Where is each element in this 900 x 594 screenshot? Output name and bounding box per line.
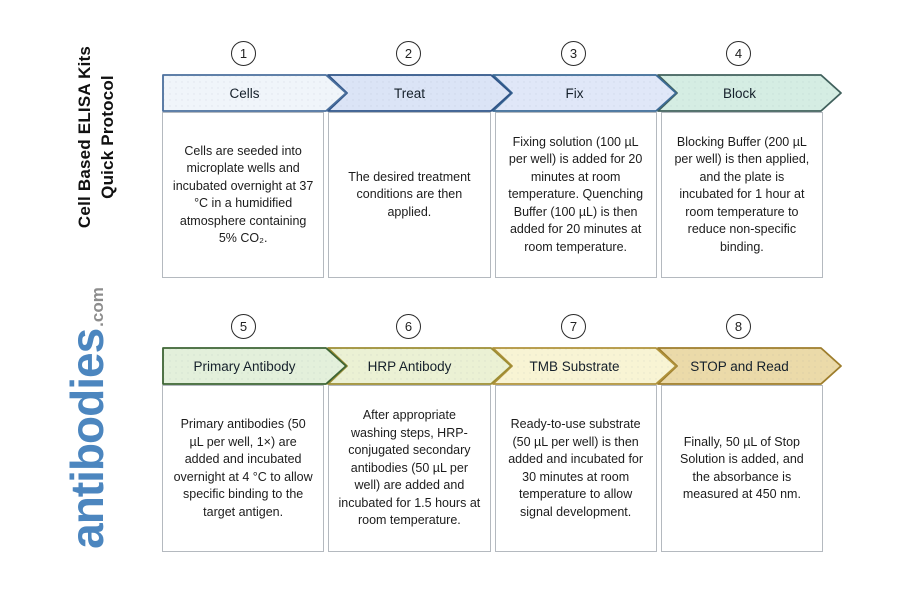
step-4-label: Block bbox=[722, 85, 756, 101]
step-2-arrow bbox=[327, 74, 512, 112]
step-6-description: After appropriate washing steps, HRP-con… bbox=[328, 385, 491, 552]
step-6-number: 6 bbox=[404, 319, 413, 334]
step-4-description: Blocking Buffer (200 µL per well) is the… bbox=[660, 112, 823, 278]
step-6-description-text: After appropriate washing steps, HRP-con… bbox=[338, 408, 481, 528]
step-1-description-text: Cells are seeded into microplate wells a… bbox=[172, 143, 314, 246]
step-2-description-text: The desired treatment conditions are the… bbox=[348, 169, 471, 219]
step-7-label: TMB Substrate bbox=[529, 358, 620, 374]
step-4-number: 4 bbox=[734, 46, 743, 61]
step-8-description: Finally, 50 µL of Stop Solution is added… bbox=[660, 385, 823, 552]
step-5-number: 5 bbox=[239, 319, 248, 334]
step-5-label: Primary Antibody bbox=[193, 358, 296, 374]
step-4-number-badge: 4 bbox=[726, 41, 751, 66]
step-3-number: 3 bbox=[569, 46, 578, 61]
step-2-number-badge: 2 bbox=[396, 41, 421, 66]
step-7-number-badge: 7 bbox=[561, 314, 586, 339]
step-3-number-badge: 3 bbox=[561, 41, 586, 66]
step-6-number-badge: 6 bbox=[396, 314, 421, 339]
row-2-descriptions: Primary antibodies (50 µL per well, 1×) … bbox=[162, 385, 823, 552]
step-8-label: STOP and Read bbox=[690, 358, 789, 374]
page-title-line2: Quick Protocol bbox=[98, 75, 117, 199]
step-2-number: 2 bbox=[404, 46, 413, 61]
step-7-arrow bbox=[492, 347, 677, 385]
step-8-number-badge: 8 bbox=[726, 314, 751, 339]
step-2-description: The desired treatment conditions are the… bbox=[328, 112, 491, 278]
step-7-description: Ready-to-use substrate (50 µL per well) … bbox=[494, 385, 657, 552]
step-4-arrow bbox=[657, 74, 842, 112]
brand-logo-suffix: .com bbox=[88, 287, 107, 327]
step-5-arrow bbox=[162, 347, 347, 385]
step-5-number-badge: 5 bbox=[231, 314, 256, 339]
step-7-number: 7 bbox=[569, 319, 578, 334]
step-1-description: Cells are seeded into microplate wells a… bbox=[162, 112, 325, 278]
step-8-description-text: Finally, 50 µL of Stop Solution is added… bbox=[680, 434, 804, 502]
step-1-number: 1 bbox=[239, 46, 248, 61]
step-4-description-text: Blocking Buffer (200 µL per well) is the… bbox=[674, 134, 810, 254]
step-6-label: HRP Antibody bbox=[367, 358, 452, 374]
step-8-arrow bbox=[657, 347, 842, 385]
brand-logo: antibodies .com bbox=[60, 273, 124, 563]
step-3-label: Fix bbox=[565, 85, 584, 101]
step-1-number-badge: 1 bbox=[231, 41, 256, 66]
row-1-descriptions: Cells are seeded into microplate wells a… bbox=[162, 112, 823, 278]
step-3-arrow bbox=[492, 74, 677, 112]
step-6-arrow bbox=[327, 347, 512, 385]
step-3-description-text: Fixing solution (100 µL per well) is add… bbox=[508, 134, 644, 254]
step-7-description-text: Ready-to-use substrate (50 µL per well) … bbox=[508, 417, 644, 519]
step-2-label: Treat bbox=[393, 85, 425, 101]
step-1-arrow bbox=[162, 74, 347, 112]
step-3-description: Fixing solution (100 µL per well) is add… bbox=[494, 112, 657, 278]
page-title: Cell Based ELISA Kits Quick Protocol bbox=[73, 37, 123, 237]
page-title-line1: Cell Based ELISA Kits bbox=[75, 45, 94, 229]
step-1-label: Cells bbox=[229, 85, 260, 101]
step-8-number: 8 bbox=[734, 319, 743, 334]
step-5-description-text: Primary antibodies (50 µL per well, 1×) … bbox=[173, 417, 313, 519]
step-5-description: Primary antibodies (50 µL per well, 1×) … bbox=[162, 385, 325, 552]
brand-logo-text: antibodies bbox=[61, 328, 113, 549]
